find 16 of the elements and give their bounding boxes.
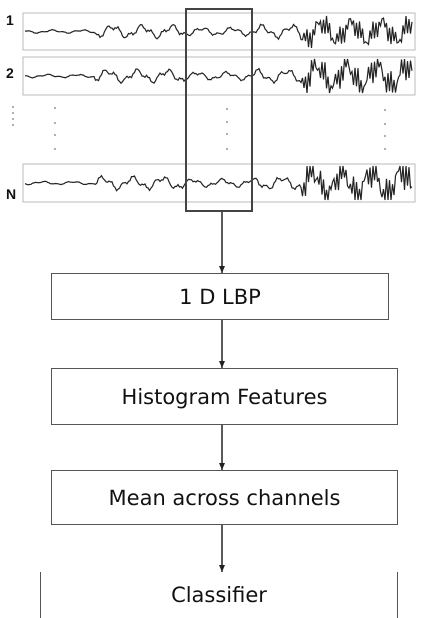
channel-label: 1 bbox=[6, 12, 14, 28]
step-label: Classifier bbox=[171, 583, 267, 607]
process-box bbox=[51, 273, 389, 320]
arrow bbox=[219, 320, 225, 368]
arrow bbox=[219, 425, 225, 470]
window-frame bbox=[185, 8, 253, 212]
process-box bbox=[51, 470, 398, 525]
process-box bbox=[40, 572, 398, 618]
arrow bbox=[219, 525, 225, 572]
arrow bbox=[219, 212, 225, 273]
step-label: Histogram Features bbox=[122, 384, 328, 408]
channel-label: N bbox=[6, 186, 16, 202]
step-label: Mean across channels bbox=[108, 486, 340, 510]
step-label: 1 D LBP bbox=[179, 284, 261, 308]
channel-label: 2 bbox=[6, 65, 14, 81]
process-box bbox=[51, 368, 398, 425]
